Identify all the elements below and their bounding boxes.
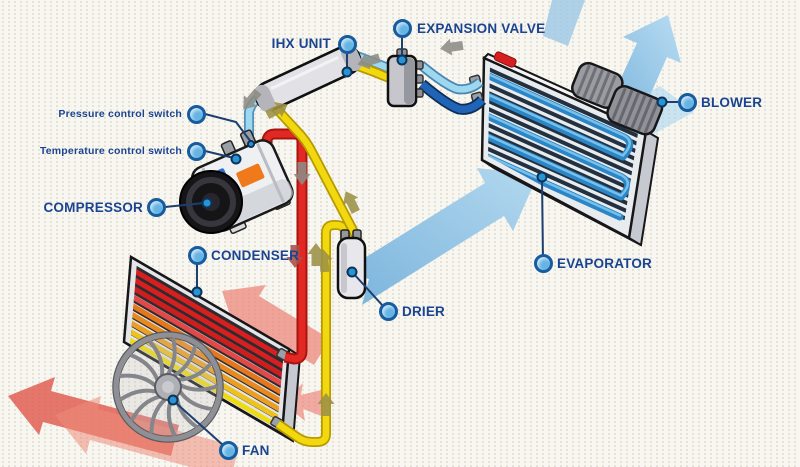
label-compressor: COMPRESSOR — [43, 200, 143, 215]
evaporator-illustration — [468, 51, 660, 247]
label-blower: BLOWER — [701, 95, 763, 110]
component-dots — [167, 54, 668, 406]
evaporator-feed-pipe — [419, 81, 485, 114]
airflow-arrow-fragment — [543, 0, 585, 46]
pressure-switch-marker — [186, 104, 206, 124]
label-evaporator: EVAPORATOR — [557, 256, 653, 271]
drier-marker — [378, 301, 398, 321]
drier-illustration — [336, 229, 367, 300]
valve-evaporator-pipes — [417, 61, 487, 115]
label-drier: DRIER — [402, 304, 446, 319]
expansion-valve-marker — [392, 18, 412, 38]
label-temperature-switch: Temperature control switch — [39, 145, 182, 157]
refrigerant-pipes — [244, 49, 397, 447]
label-expansion-valve: EXPANSION VALVE — [417, 21, 546, 36]
condenser-marker — [187, 245, 207, 265]
label-condenser: CONDENSER — [211, 248, 300, 263]
label-ihx-unit: IHX UNIT — [271, 36, 331, 51]
blower-marker — [677, 92, 697, 112]
compressor-marker — [146, 197, 166, 217]
fan-marker — [218, 440, 238, 460]
airflow-arrow-into-evaporator — [342, 168, 538, 305]
suction-pipe-evaporator-valve — [418, 62, 483, 93]
temperature-switch-marker — [186, 141, 206, 161]
evaporator-indicator — [493, 51, 517, 68]
fan-illustration — [112, 331, 224, 443]
ihx-unit-marker — [337, 34, 357, 54]
label-fan: FAN — [242, 443, 270, 458]
leader-lines — [164, 28, 678, 447]
condenser-illustration — [122, 254, 302, 443]
liquid-pipe-condenser-drier — [276, 221, 349, 446]
label-pressure-switch: Pressure control switch — [58, 108, 182, 120]
liquid-pipe-drier-ihx — [269, 101, 359, 238]
evaporator-marker — [533, 253, 553, 273]
blower-illustration — [571, 61, 664, 136]
